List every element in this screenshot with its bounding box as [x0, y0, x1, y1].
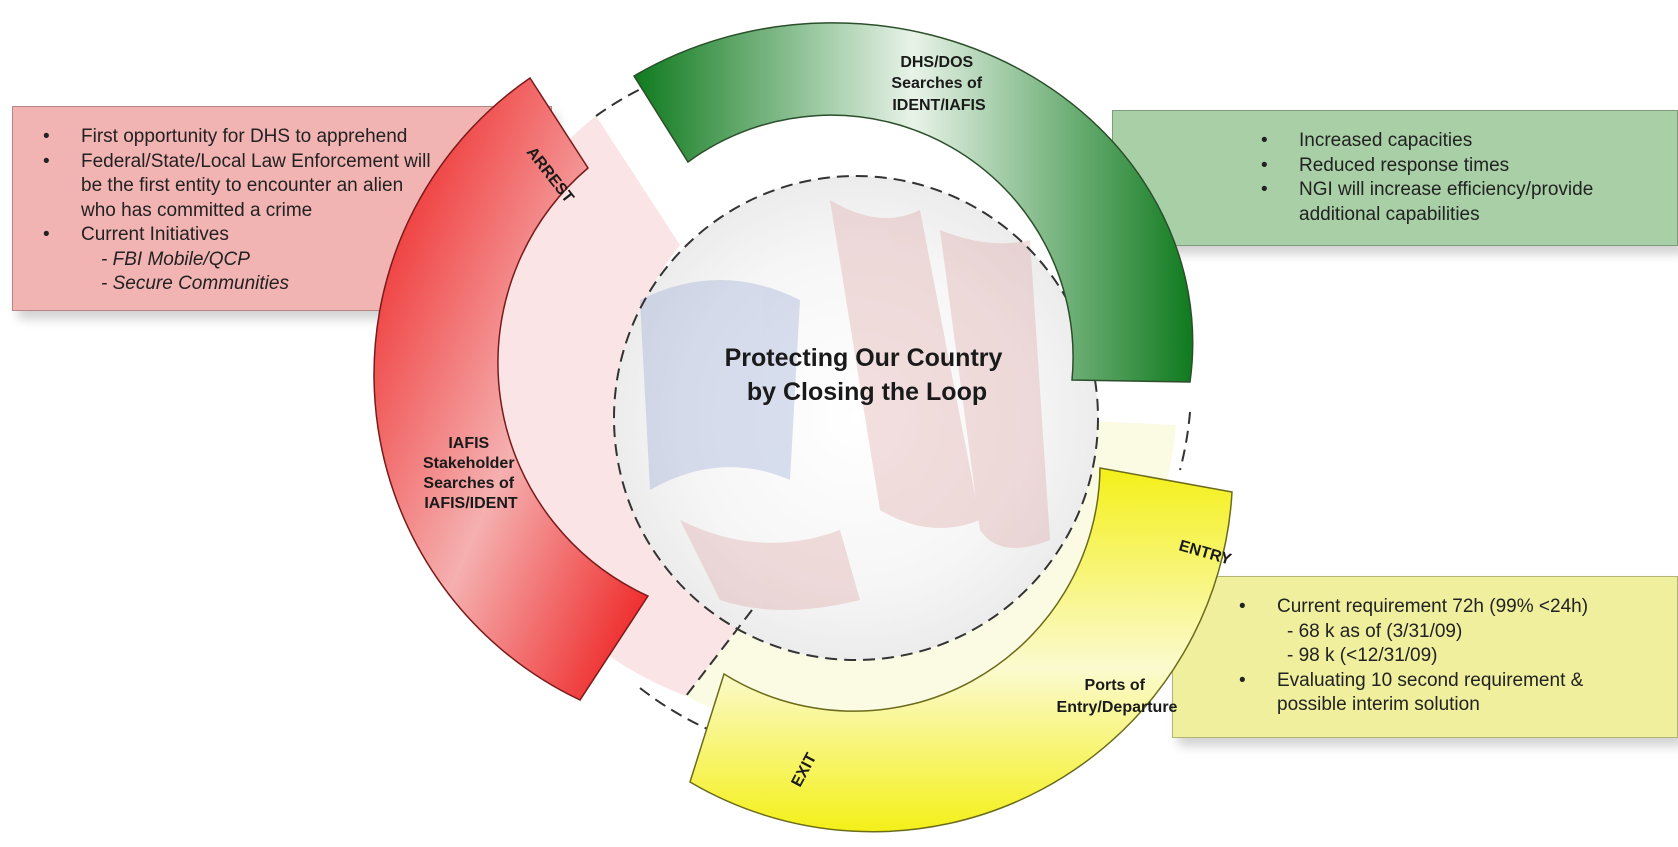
center-disc [614, 176, 1098, 660]
list-item: First opportunity for DHS to apprehend [35, 125, 551, 150]
iafis-label-line: IAFIS [448, 435, 489, 452]
ports-info-box: Current requirement 72h (99% <24h) - 68 … [1172, 576, 1678, 738]
center-dashed-border [613, 175, 1099, 661]
text-line: be the first entity to encounter an alie… [81, 175, 404, 196]
outer-dashed-arc-right [1179, 411, 1191, 471]
text-line: additional capabilities [1299, 203, 1480, 225]
ports-label-line: Ports of [1085, 677, 1146, 694]
text-line: Evaluating 10 second requirement & [1277, 669, 1584, 691]
center-title-line: Protecting Our Country [725, 344, 1003, 372]
initiative-item: - FBI Mobile/QCP [101, 248, 250, 270]
ports-label-line: Entry/Departure [1057, 699, 1178, 716]
center-title-line: by Closing the Loop [747, 378, 987, 406]
flag-watermark [640, 200, 1050, 610]
text-line: who has committed a crime [81, 199, 313, 221]
iafis-label-line: Stakeholder [423, 455, 515, 472]
ports-label: Ports of Entry/Departure [1057, 677, 1178, 716]
outer-dashed-arc-bottom [639, 687, 751, 746]
sub-item: - 68 k as of (3/31/09) [1287, 620, 1463, 642]
outer-dashed-arc-left [595, 79, 661, 117]
iafis-label-line: Searches of [423, 475, 514, 492]
dhs-label-line: DHS/DOS [900, 54, 973, 71]
iafis-label: IAFIS Stakeholder Searches of IAFIS/IDEN… [423, 435, 519, 512]
list-item: Increased capacities [1253, 129, 1677, 154]
initiative-item: - Secure Communities [101, 273, 289, 294]
dhs-label: DHS/DOS Searches of IDENT/IAFIS [891, 54, 986, 114]
list-item: Current requirement 72h (99% <24h) [1231, 595, 1677, 620]
list-item: NGI will increase efficiency/provide add… [1253, 178, 1677, 227]
text-line: NGI will increase efficiency/provide [1299, 179, 1594, 200]
center-title: Protecting Our Country by Closing the Lo… [725, 344, 1010, 406]
list-item: Federal/State/Local Law Enforcement will… [35, 150, 551, 224]
list-item: Current Initiatives [35, 223, 551, 248]
green-segment [632, 22, 1194, 383]
text-line: Federal/State/Local Law Enforcement will [81, 150, 431, 172]
sub-item: - 98 k (<12/31/09) [1287, 645, 1438, 666]
iafis-label-line: IAFIS/IDENT [424, 495, 518, 512]
text-line: possible interim solution [1277, 694, 1480, 715]
red-segment [373, 76, 650, 701]
dhs-label-line: Searches of [891, 75, 982, 92]
list-item: Reduced response times [1253, 154, 1677, 179]
dhs-info-box: Increased capacities Reduced response ti… [1112, 110, 1678, 246]
yellow-segment [689, 467, 1233, 833]
dhs-label-line: IDENT/IAFIS [892, 97, 986, 114]
list-item: Evaluating 10 second requirement & possi… [1231, 669, 1677, 718]
